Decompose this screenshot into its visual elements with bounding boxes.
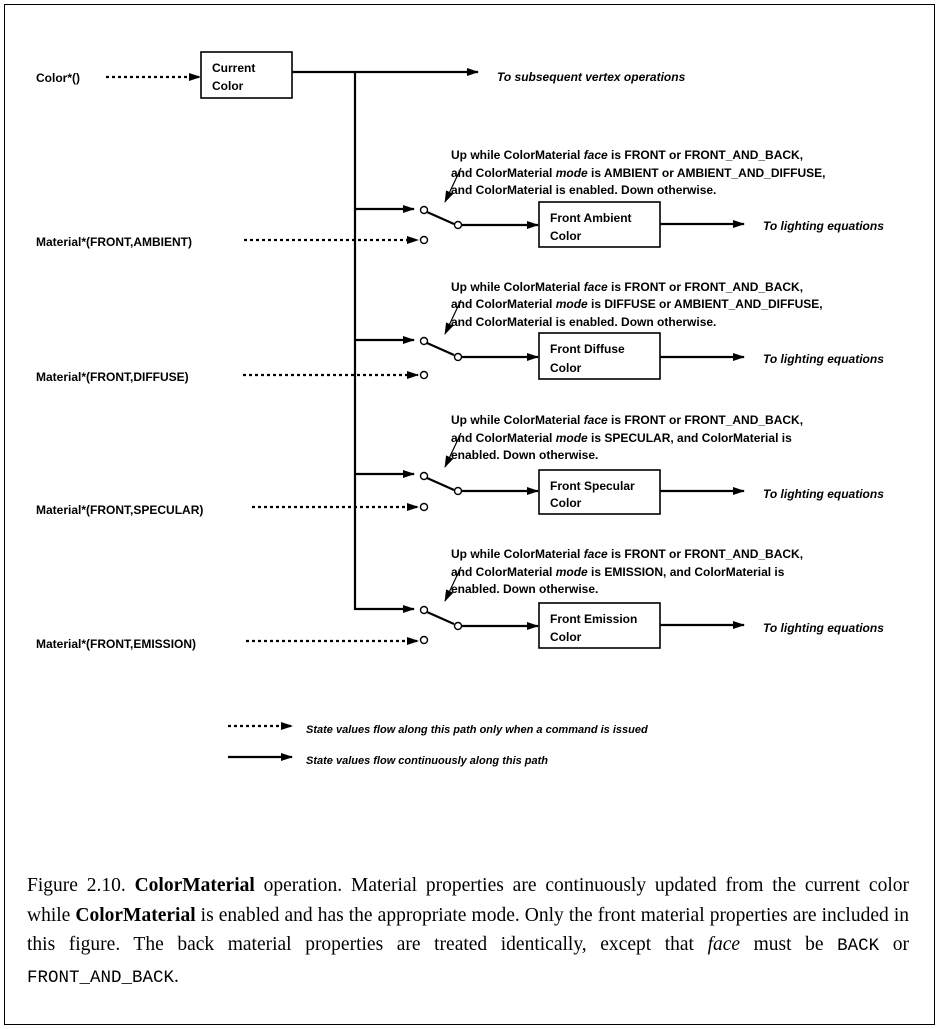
ambient-switch-lower-contact [419,235,429,245]
current-color-line1: Current [212,61,255,75]
subsequent-label: To subsequent vertex operations [497,70,686,84]
diffuse-switch-lower-contact [419,370,429,380]
caption-text-1: operation. Material properties are conti… [27,875,909,926]
current-color-box [200,51,293,99]
current-color-line2: Color [212,79,244,93]
colormaterial-diagram: Color*() Current Color To subsequent ver… [36,51,884,767]
specular-lighting-label: To lighting equations [763,487,884,501]
front-diffuse-box [538,332,661,380]
diffuse-switch-lever [426,341,455,357]
figure-frame [4,4,935,1025]
front-emission-line2: Color [550,630,582,644]
front-emission-box [538,602,661,649]
ambient-note-line3: and ColorMaterial is enabled. Down other… [451,183,716,197]
specular-note-line1: Up while ColorMaterial face is FRONT or … [451,413,803,427]
caption-face: face [707,934,741,955]
ambient-switch-pivot [453,220,463,230]
caption-text-4: or [879,934,909,955]
ambient-stage: Front Ambient Color To lighting equation… [36,148,884,249]
diffuse-lighting-label: To lighting equations [763,352,884,366]
diffuse-stage: Front Diffuse Color To lighting equation… [36,280,884,384]
emission-note-line2: and ColorMaterial mode is EMISSION, and … [451,565,785,579]
front-ambient-line2: Color [550,229,582,243]
caption-text-5: . [174,965,179,987]
specular-input-label: Material*(FRONT,SPECULAR) [36,503,203,517]
caption-figure-number: Figure 2.10. [27,875,126,896]
emission-switch-lower-contact [419,635,429,645]
specular-switch-upper-contact [419,471,429,481]
legend-dotted-label: State values flow along this path only w… [306,724,648,736]
specular-switch-pivot [453,486,463,496]
specular-switch-lower-contact [419,502,429,512]
legend: State values flow along this path only w… [228,722,648,767]
ambient-switch-lever [426,210,455,226]
emission-input-label: Material*(FRONT,EMISSION) [36,637,196,651]
ambient-lighting-label: To lighting equations [763,219,884,233]
caption-term-colormaterial: ColorMaterial [134,875,255,896]
specular-note-line3: enabled. Down otherwise. [451,448,598,462]
ambient-note-pointer [444,167,462,203]
caption-back-token: BACK [837,936,880,956]
emission-switch-lever [426,610,455,626]
emission-switch-upper-contact [419,605,429,615]
figure-caption: Figure 2.10. ColorMaterial operation. Ma… [27,871,909,993]
legend-solid-label: State values flow continuously along thi… [306,755,548,767]
specular-switch-lever [426,476,455,492]
front-emission-line1: Front Emission [550,612,637,626]
diffuse-switch-upper-contact [419,336,429,346]
specular-note-pointer [444,432,462,468]
caption-text-2: is enabled and has the appropriate mode.… [27,904,909,956]
specular-stage: Front Specular Color To lighting equatio… [36,413,884,517]
ambient-input-label: Material*(FRONT,AMBIENT) [36,235,192,249]
front-diffuse-line2: Color [550,361,582,375]
ambient-note-line1: Up while ColorMaterial face is FRONT or … [451,148,803,162]
emission-note-line3: enabled. Down otherwise. [451,582,598,596]
diffuse-note-line2: and ColorMaterial mode is DIFFUSE or AMB… [451,297,823,311]
front-specular-box [538,469,661,515]
emission-note-pointer [444,566,462,602]
caption-text-3: must be [740,934,838,955]
ambient-switch-upper-contact [419,205,429,215]
ambient-note-line2: and ColorMaterial mode is AMBIENT or AMB… [451,166,826,180]
emission-lighting-label: To lighting equations [763,621,884,635]
caption-term-colormaterial-2: ColorMaterial [75,904,196,926]
color-input-label: Color*() [36,71,80,85]
caption-front-and-back-token: FRONT_AND_BACK [27,967,175,988]
emission-note-line1: Up while ColorMaterial face is FRONT or … [451,547,803,561]
front-diffuse-line1: Front Diffuse [550,342,625,356]
diffuse-input-label: Material*(FRONT,DIFFUSE) [36,370,189,384]
front-specular-line1: Front Specular [550,479,635,493]
front-ambient-line1: Front Ambient [550,211,632,225]
diffuse-switch-pivot [453,352,463,362]
diffuse-note-pointer [444,299,462,335]
diffuse-note-line1: Up while ColorMaterial face is FRONT or … [451,280,803,294]
front-specular-line2: Color [550,496,582,510]
specular-note-line2: and ColorMaterial mode is SPECULAR, and … [451,431,792,445]
emission-stage: Front Emission Color To lighting equatio… [36,547,884,651]
diffuse-note-line3: and ColorMaterial is enabled. Down other… [451,315,716,329]
emission-switch-pivot [453,621,463,631]
